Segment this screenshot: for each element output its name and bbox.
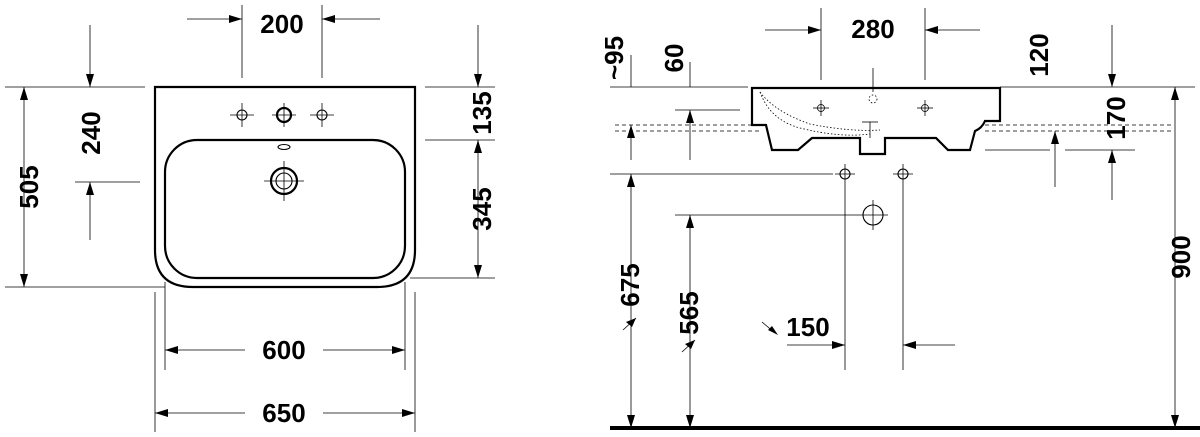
dim-60-label: 60 bbox=[659, 44, 689, 73]
dim-170: 170 bbox=[1051, 96, 1131, 200]
supply-connection-left bbox=[835, 164, 855, 370]
dim-170-label: 170 bbox=[1101, 96, 1131, 139]
dim-200-label: 200 bbox=[260, 9, 303, 39]
basin-bowl bbox=[163, 138, 407, 280]
dim-505-label: 505 bbox=[14, 165, 44, 208]
dim-95-label: ~95 bbox=[599, 36, 629, 80]
dim-200: 200 bbox=[187, 5, 380, 78]
dim-240: 240 bbox=[75, 25, 140, 240]
dim-650-label: 650 bbox=[262, 398, 305, 428]
dim-120: 120 bbox=[1024, 25, 1116, 87]
tap-hole-center bbox=[272, 103, 296, 127]
tap-hole-right bbox=[310, 103, 334, 127]
dim-280-label: 280 bbox=[851, 14, 894, 44]
dim-675-label: 675 bbox=[615, 263, 645, 306]
dim-900: 900 bbox=[1166, 87, 1196, 428]
basin-outline bbox=[153, 85, 417, 289]
dim-600-label: 600 bbox=[262, 335, 305, 365]
tap-hole-left bbox=[230, 103, 254, 127]
dim-650: 650 bbox=[154, 292, 416, 432]
dim-565: 565 bbox=[674, 110, 704, 428]
dim-150: 150 bbox=[761, 312, 955, 349]
top-view: 200 240 505 135 bbox=[5, 5, 497, 432]
overflow-mark bbox=[868, 68, 878, 104]
dim-280: 280 bbox=[765, 8, 980, 80]
dim-505: 505 bbox=[5, 86, 165, 288]
dim-600: 600 bbox=[164, 282, 406, 370]
dim-60: 60 bbox=[659, 44, 691, 87]
waste-connection bbox=[858, 200, 888, 230]
dim-345: 345 bbox=[410, 140, 497, 279]
dim-135: 135 bbox=[425, 25, 497, 141]
dim-150-label: 150 bbox=[786, 312, 829, 342]
drain bbox=[264, 161, 304, 201]
overflow-slot bbox=[277, 143, 291, 151]
dim-120-label: 120 bbox=[1024, 33, 1054, 76]
dim-345-label: 345 bbox=[467, 187, 497, 230]
dim-675: 675 bbox=[615, 125, 645, 428]
side-view: 280 ~95 60 675 bbox=[599, 8, 1200, 430]
supply-connection-right bbox=[893, 164, 913, 370]
dim-240-label: 240 bbox=[76, 111, 106, 154]
dim-95: ~95 bbox=[599, 36, 632, 87]
dim-900-label: 900 bbox=[1166, 235, 1196, 278]
tap-mark-right bbox=[917, 100, 933, 116]
dim-135-label: 135 bbox=[467, 91, 497, 134]
basin-section bbox=[750, 86, 1002, 156]
tap-mark-left bbox=[813, 100, 829, 116]
dim-565-label: 565 bbox=[674, 291, 704, 334]
